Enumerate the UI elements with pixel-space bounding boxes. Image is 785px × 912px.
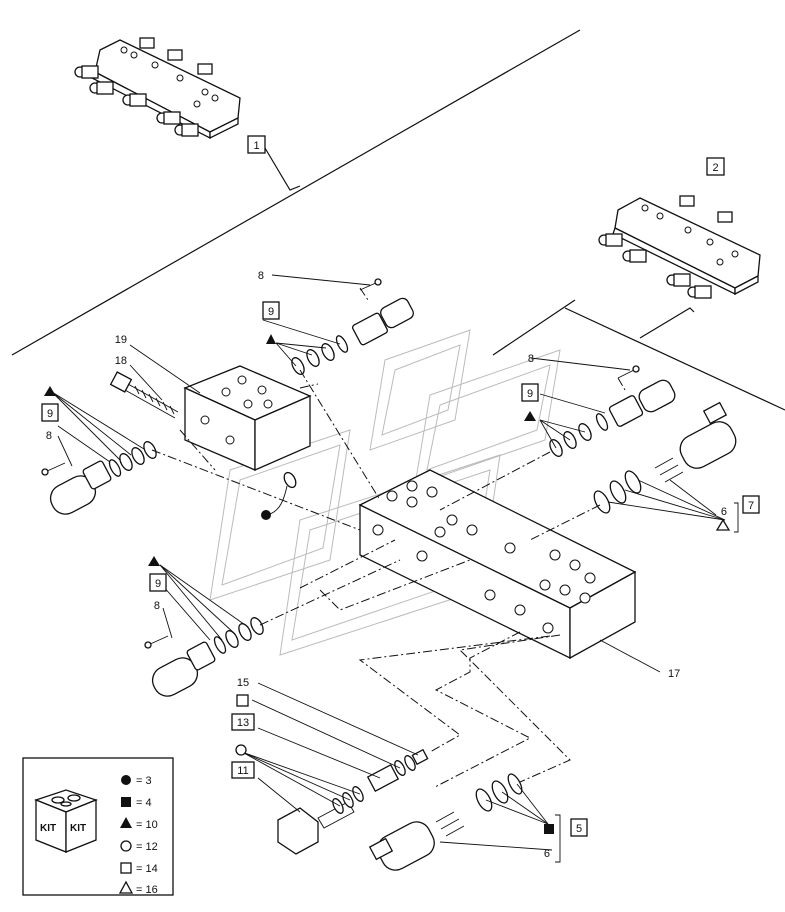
open-square-icon — [120, 862, 132, 874]
kit-label-right: KIT — [70, 823, 86, 834]
solenoid-valve-lower-left — [144, 617, 264, 697]
small-manifold-block — [183, 365, 312, 471]
callout-label-6-lower: 6 — [544, 848, 550, 860]
callout-label-19: 19 — [115, 334, 127, 346]
open-triangle-icon — [715, 518, 731, 531]
callout-label-9-top: 9 — [268, 306, 274, 318]
filled-triangle-icon — [44, 386, 56, 396]
callouts: 1 2 8 9 19 18 9 8 8 9 6 7 9 8 17 15 13 1… — [41, 135, 760, 860]
callout-label-18: 18 — [115, 355, 127, 367]
callout-box-9-lower — [149, 573, 167, 592]
solenoid-valve-left — [41, 441, 157, 515]
callout-label-8-lower: 8 — [154, 600, 160, 612]
callout-box-5 — [570, 818, 588, 837]
callout-label-9-lower: 9 — [155, 578, 161, 590]
sensor-right — [593, 401, 737, 514]
filled-circle-icon — [121, 775, 131, 785]
callout-box-1 — [247, 135, 266, 154]
callout-label-17: 17 — [668, 668, 680, 680]
callout-label-7: 7 — [748, 500, 754, 512]
sensor-lower — [368, 773, 523, 871]
open-square-icon — [236, 694, 249, 707]
callout-box-2 — [706, 157, 725, 176]
callout-label-9-left: 9 — [47, 408, 53, 420]
solenoid-valve-right — [549, 365, 676, 457]
filled-triangle-icon — [266, 334, 276, 344]
plug-fitting — [277, 748, 429, 855]
bracket-marks — [555, 502, 739, 863]
filled-square-icon — [121, 797, 131, 807]
legend-item-12: = 12 — [136, 841, 158, 853]
callout-label-8-top: 8 — [258, 270, 264, 282]
callout-box-13 — [231, 713, 255, 731]
callout-label-6-right: 6 — [721, 506, 727, 518]
callout-label-9-right: 9 — [527, 388, 533, 400]
callout-box-9-right — [521, 383, 539, 402]
callout-label-2: 2 — [712, 162, 718, 174]
valve-assembly-right — [598, 195, 761, 299]
kit-box-icon: KIT KIT — [34, 789, 98, 853]
callout-box-11 — [231, 761, 255, 779]
legend-item-10: = 10 — [136, 819, 158, 831]
callout-box-7 — [742, 495, 760, 514]
legend-item-4: = 4 — [136, 797, 152, 809]
legend-item-16: = 16 — [136, 884, 158, 896]
filled-square-icon — [544, 824, 554, 834]
callout-label-8-left: 8 — [46, 430, 52, 442]
open-circle-icon — [235, 744, 247, 756]
filled-circle-icon — [261, 510, 271, 520]
open-triangle-icon — [118, 880, 134, 894]
filled-triangle-icon — [148, 556, 160, 566]
callout-box-9-top — [262, 301, 280, 320]
callout-label-1: 1 — [253, 140, 259, 152]
solenoid-valve-upper — [291, 278, 414, 375]
bolt-18 — [109, 371, 179, 419]
main-manifold-block — [358, 469, 637, 660]
callout-label-5: 5 — [576, 823, 582, 835]
valve-assembly-top — [74, 37, 241, 140]
section-divider-lines — [11, 29, 785, 411]
callout-label-13: 13 — [237, 717, 249, 729]
callout-label-8-right: 8 — [528, 353, 534, 365]
callout-label-11: 11 — [237, 765, 248, 777]
small-oring — [269, 471, 297, 515]
callout-label-15: 15 — [237, 677, 249, 689]
assembly-centerlines — [151, 287, 626, 788]
leader-lines — [51, 274, 726, 851]
callout-box-9-left — [41, 403, 59, 422]
kit-label-left: KIT — [40, 823, 56, 834]
legend-item-14: = 14 — [136, 863, 158, 875]
legend-item-3: = 3 — [136, 775, 152, 787]
open-circle-icon — [120, 840, 132, 852]
filled-triangle-icon — [120, 817, 132, 828]
kit-legend: KIT KIT = 3 = 4 = 10 = 12 = 14 = 16 — [22, 757, 174, 896]
filled-triangle-icon — [524, 411, 536, 421]
